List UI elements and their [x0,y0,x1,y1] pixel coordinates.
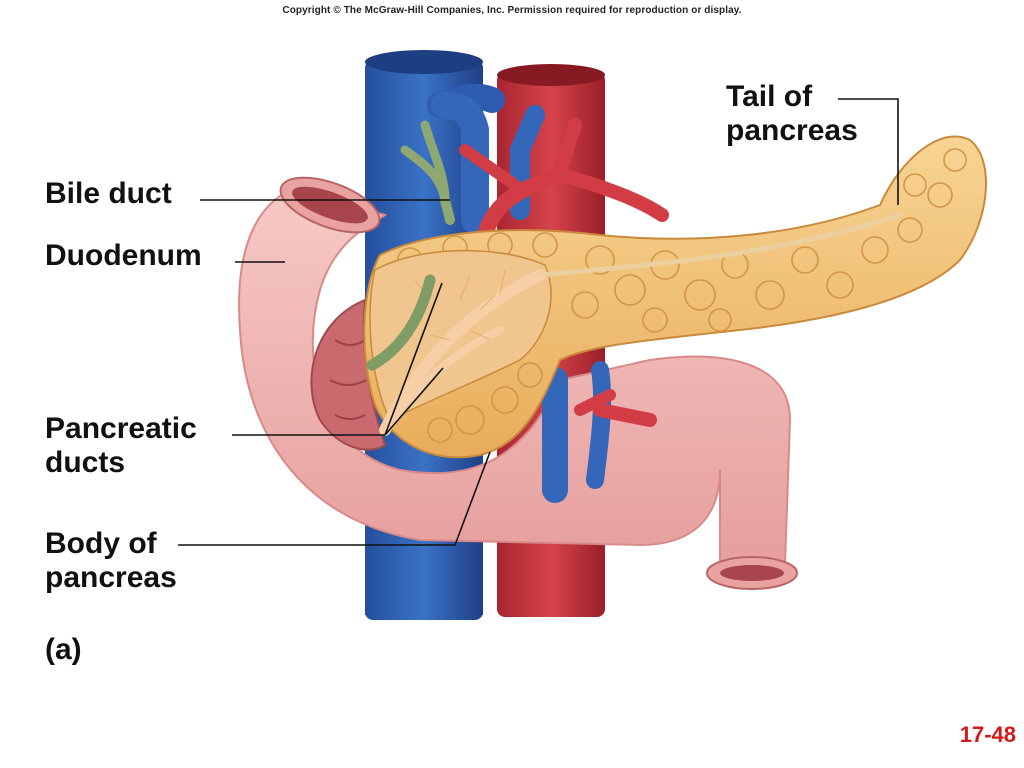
page-number: 17-48 [959,722,1016,747]
copyright-notice: Copyright © The McGraw-Hill Companies, I… [282,5,742,16]
celiac-artery [459,118,669,243]
label-pancreatic-ducts-line1: Pancreatic [45,412,197,445]
panel-label: (a) [45,633,82,666]
pancreas [363,135,987,459]
label-body-of-pancreas-line1: Body of [45,527,157,560]
leader-lines [178,98,899,546]
label-body-of-pancreas-line2: pancreas [45,561,177,594]
label-pancreatic-ducts-line2: ducts [45,446,126,479]
label-bile-duct: Bile duct [45,177,172,210]
label-tail-of-pancreas-line1: Tail of [726,80,813,113]
bile-duct [366,120,455,371]
label-tail-of-pancreas-line2: pancreas [726,114,858,147]
label-duodenum: Duodenum [45,239,202,272]
mesenteric-vessels [542,361,657,503]
